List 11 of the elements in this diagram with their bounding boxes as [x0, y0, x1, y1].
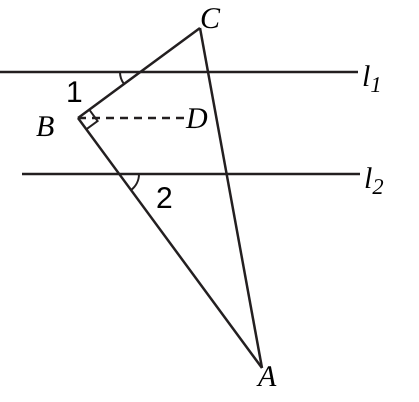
point-label: B	[36, 112, 54, 142]
point-label: A	[258, 362, 276, 392]
segment	[77, 27, 201, 119]
point-label: D	[186, 104, 208, 134]
line-name: l$_{2}$	[364, 164, 384, 194]
segment	[77, 117, 263, 369]
segment	[198, 28, 264, 368]
point-label: C	[200, 4, 220, 34]
angle-label: 1	[66, 78, 83, 108]
line-name: l$_{1}$	[362, 62, 382, 92]
angle-label: 2	[156, 184, 173, 214]
